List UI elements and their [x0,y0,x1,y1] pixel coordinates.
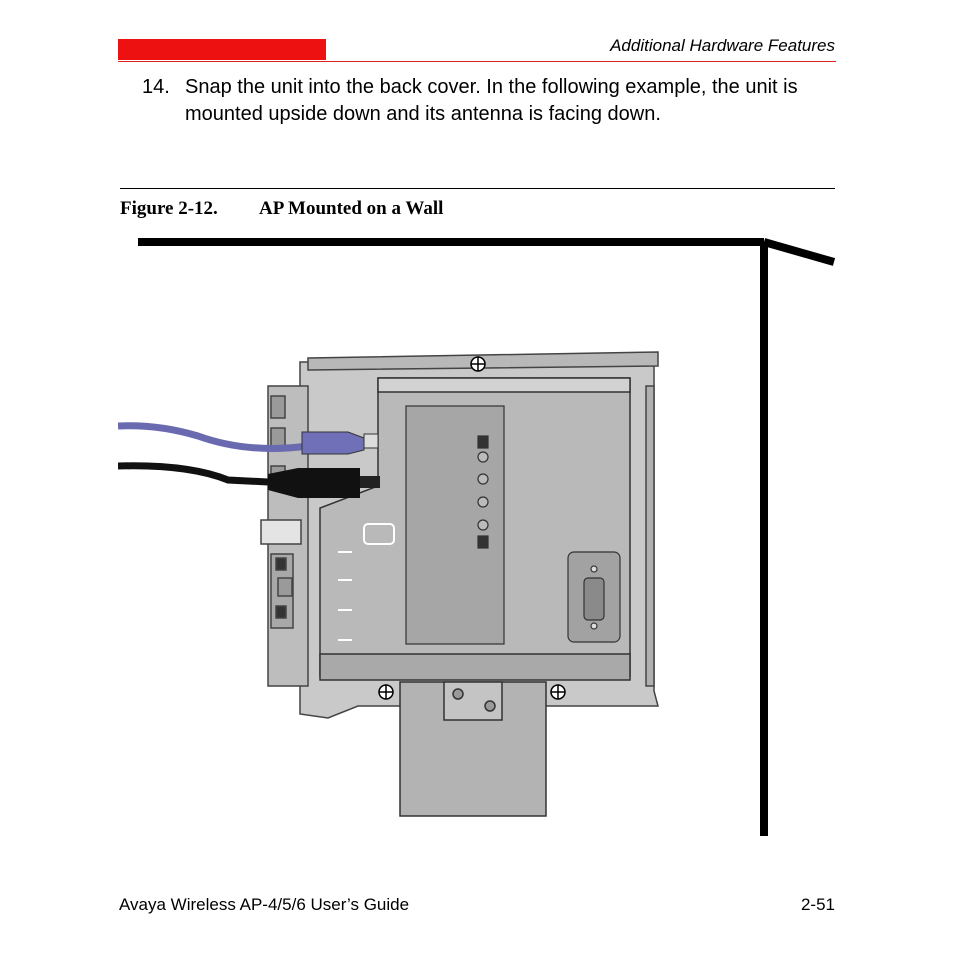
figure-label: Figure 2-12. [120,198,218,219]
footer-guide-title: Avaya Wireless AP-4/5/6 User’s Guide [119,895,410,914]
vent-slots [338,551,352,641]
header-red-bar [118,39,326,60]
screws [378,356,566,700]
led-panel [405,405,505,645]
ap-wall-mount-illustration [118,238,836,836]
step-text: Snap the unit into the back cover. In th… [185,76,798,125]
footer-page-number: 2-51 [800,895,835,914]
header-rule [118,61,836,62]
serial-port [567,551,621,643]
wall-outline [138,238,836,836]
power-cable [118,462,380,498]
ethernet-cable [118,422,379,455]
step-number: 14. [142,76,170,98]
figure-title: AP Mounted on a Wall [259,198,444,219]
power-socket [363,523,395,545]
figure-caption: Figure 2-12. AP Mounted on a Wall [120,198,443,220]
header-title: Additional Hardware Features [610,36,835,55]
antenna [399,681,547,817]
figure-rule [120,188,835,189]
